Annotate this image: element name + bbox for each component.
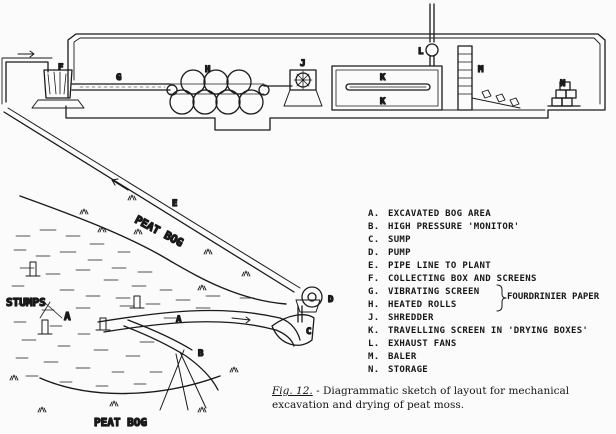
inlet-pipe — [1, 50, 53, 105]
legend-item: N. STORAGE — [368, 364, 612, 377]
plant-labels: F G H J K K L M N — [57, 46, 566, 107]
monitor-nozzle — [159, 349, 207, 411]
channel — [97, 309, 301, 341]
vibrating-screen — [71, 83, 171, 91]
stump-icon — [129, 295, 145, 309]
legend-letter: K. — [368, 326, 380, 336]
legend-text: VIBRATING SCREEN — [388, 287, 480, 297]
label-a-small: A — [176, 315, 182, 325]
legend-text: HEATED ROLLS — [388, 300, 457, 310]
baler — [457, 45, 521, 111]
exhaust-fan — [425, 3, 439, 67]
caption-text: - Diagrammatic sketch of layout for mech… — [272, 385, 570, 411]
legend-text: SUMP — [388, 235, 411, 245]
label-stumps: STUMPS — [6, 296, 46, 309]
grass-tufts — [9, 194, 251, 413]
legend-letter: A. — [368, 209, 380, 219]
stump-pointer — [39, 301, 63, 319]
legend-brace — [496, 284, 507, 312]
label-j: J — [300, 59, 305, 69]
heated-rolls — [166, 69, 270, 115]
legend-item: K. TRAVELLING SCREEN IN 'DRYING BOXES' — [368, 325, 612, 338]
legend-letter: G. — [368, 287, 380, 297]
label-f: F — [58, 63, 63, 73]
excavation-edge-lower — [39, 375, 221, 395]
legend-item: G. VIBRATING SCREEN — [368, 286, 612, 299]
label-a-main: A — [64, 310, 71, 323]
stump-icon — [95, 317, 111, 331]
legend-text: PIPE LINE TO PLANT — [388, 261, 491, 271]
flow-arrow-icon — [111, 178, 129, 191]
legend-item: L. EXHAUST FANS — [368, 338, 612, 351]
figure-number: Fig. 12. — [272, 385, 313, 397]
label-peat-bog-bottom: PEAT BOG — [94, 416, 147, 429]
legend-letter: J. — [368, 313, 380, 323]
stump-icon — [37, 319, 53, 335]
legend-letter: E. — [368, 261, 380, 271]
pump — [295, 286, 323, 323]
plant-building — [65, 33, 606, 131]
legend-letter: M. — [368, 352, 380, 362]
pipeline-to-plant — [3, 107, 301, 293]
collecting-box — [31, 69, 85, 109]
label-g: G — [116, 73, 121, 83]
legend-item: F. COLLECTING BOX AND SCREENS — [368, 273, 612, 286]
legend-item: A. EXCAVATED BOG AREA — [368, 208, 612, 221]
legend-text: COLLECTING BOX AND SCREENS — [388, 274, 537, 284]
drying-box — [331, 65, 443, 111]
legend-text: PUMP — [388, 248, 411, 258]
legend-letter: H. — [368, 300, 380, 310]
bog-area — [9, 194, 315, 413]
legend-item: H. HEATED ROLLS — [368, 299, 612, 312]
legend-item: J. SHREDDER — [368, 312, 612, 325]
flow-arrow-icon — [17, 50, 35, 58]
label-m: M — [478, 65, 484, 75]
legend-letter: B. — [368, 222, 380, 232]
label-h: H — [205, 65, 210, 75]
legend-text: STORAGE — [388, 365, 429, 375]
legend-letter: N. — [368, 365, 380, 375]
label-k-bottom: K — [380, 97, 386, 107]
legend-text: EXCAVATED BOG AREA — [388, 209, 491, 219]
legend-text: TRAVELLING SCREEN IN 'DRYING BOXES' — [388, 326, 589, 336]
label-d: D — [328, 295, 334, 305]
legend-text: HIGH PRESSURE 'MONITOR' — [388, 222, 520, 232]
legend-letter: C. — [368, 235, 380, 245]
legend-letter: F. — [368, 274, 380, 284]
legend-letter: L. — [368, 339, 380, 349]
legend-item: B. HIGH PRESSURE 'MONITOR' — [368, 221, 612, 234]
stumps — [25, 261, 145, 335]
legend-item: M. BALER — [368, 351, 612, 364]
legend-text: EXHAUST FANS — [388, 339, 457, 349]
legend-item: D. PUMP — [368, 247, 612, 260]
legend-text: BALER — [388, 352, 417, 362]
label-c: C — [306, 327, 311, 337]
label-e: E — [172, 199, 177, 209]
label-b: B — [198, 349, 204, 359]
legend-text: SHREDDER — [388, 313, 434, 323]
label-n: N — [560, 79, 565, 89]
water-hatching — [11, 229, 255, 387]
legend-item: E. PIPE LINE TO PLANT — [368, 260, 612, 273]
label-l: L — [418, 47, 424, 57]
excavation-boundary — [19, 195, 287, 305]
sump — [271, 314, 315, 346]
legend-letter: D. — [368, 248, 380, 258]
building-outline — [65, 33, 606, 131]
legend-item: C. SUMP — [368, 234, 612, 247]
monitor-pipe — [123, 325, 219, 391]
fourdrinier-note: FOURDRINIER PAPER — [507, 292, 600, 302]
legend: A. EXCAVATED BOG AREA B. HIGH PRESSURE 'MON… — [368, 208, 612, 377]
storage-stack — [547, 81, 581, 107]
shredder — [283, 69, 323, 107]
stump-icon — [25, 261, 41, 277]
label-k-top: K — [380, 73, 386, 83]
figure-caption: Fig. 12. - Diagrammatic sketch of layout… — [272, 384, 612, 412]
building-inner-wall — [73, 37, 601, 105]
flow-arrow-icon — [231, 316, 251, 324]
